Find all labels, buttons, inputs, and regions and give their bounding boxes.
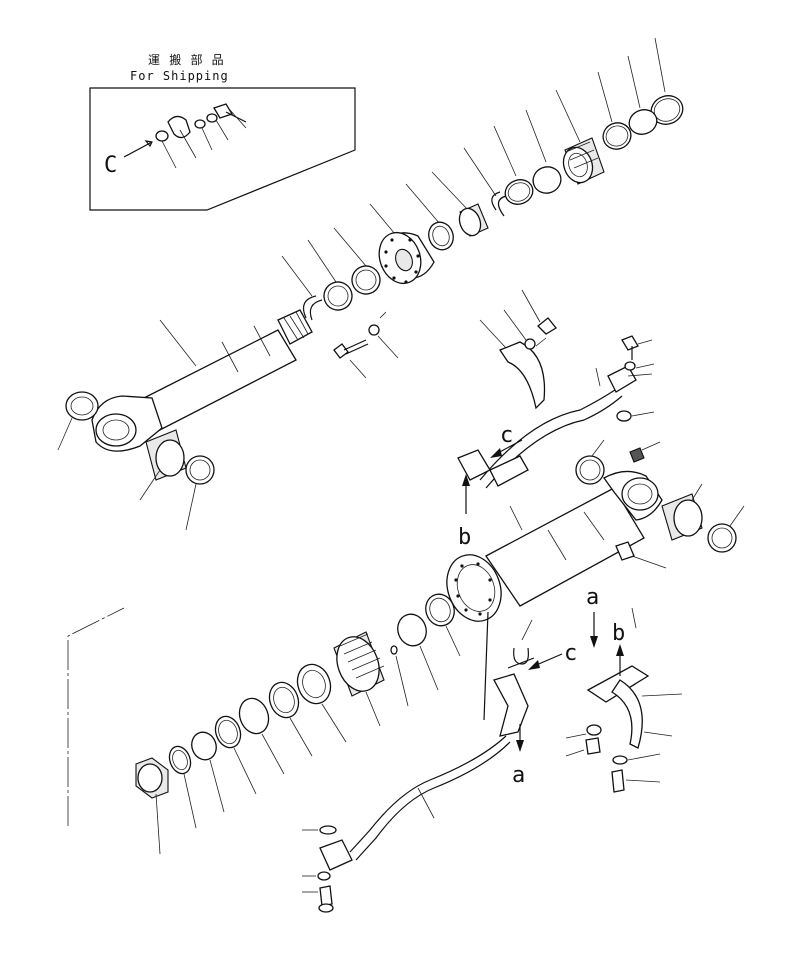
label-a-lower-hose: a xyxy=(512,763,525,788)
upper-hose xyxy=(457,335,655,489)
label-c-right: c xyxy=(564,641,577,666)
cylinder-tube xyxy=(446,439,745,622)
label-c-upper-hose: c xyxy=(500,423,513,448)
label-c-upper: C xyxy=(104,153,117,178)
pipe-clamp-lower xyxy=(565,607,683,793)
shipping-header-english: For Shipping xyxy=(130,69,229,83)
label-b-upper: b xyxy=(458,525,471,550)
flange-bolt xyxy=(333,311,399,379)
piston-seals-stack xyxy=(67,593,461,855)
piston-rod xyxy=(57,309,313,531)
lower-hose xyxy=(302,611,535,913)
gland-parts-stack xyxy=(281,37,684,321)
label-b-right: b xyxy=(612,621,625,646)
shipping-parts-box: 運 搬 部 品 For Shipping C xyxy=(89,52,356,211)
pipe-clamp-upper xyxy=(479,289,557,410)
shipping-header-japanese: 運 搬 部 品 xyxy=(148,52,225,67)
label-a-right: a xyxy=(586,585,599,610)
direction-arrows xyxy=(462,439,624,752)
